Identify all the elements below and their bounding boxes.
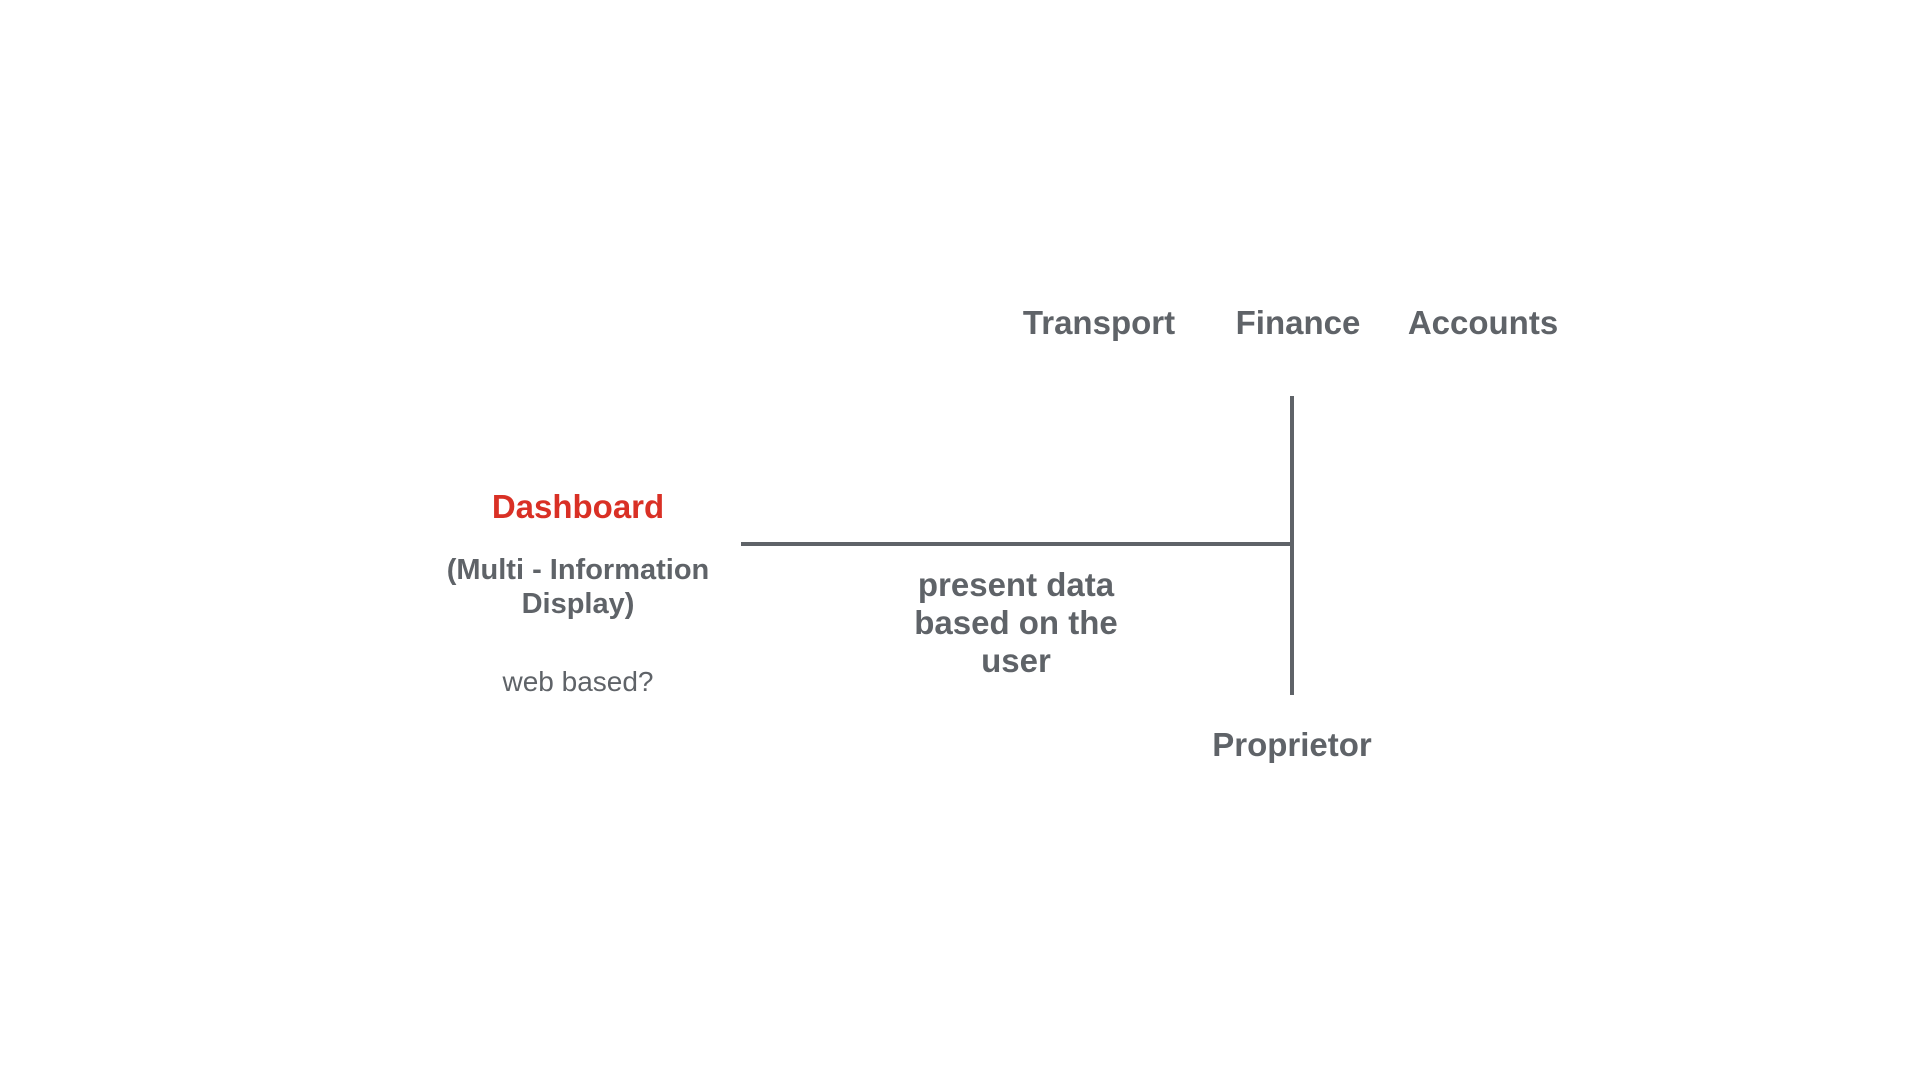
dashboard-subtitle: (Multi - Information Display) [446, 554, 710, 620]
transport-label: Transport [1022, 304, 1176, 341]
connector-vertical-line [1290, 396, 1294, 695]
accounts-label: Accounts [1407, 304, 1559, 341]
dashboard-question: web based? [502, 666, 654, 697]
finance-label: Finance [1235, 304, 1361, 341]
connector-horizontal-line [741, 542, 1292, 546]
edge-label: present data based on the user [914, 566, 1118, 679]
proprietor-label: Proprietor [1212, 726, 1372, 763]
dashboard-title: Dashboard [491, 488, 665, 525]
